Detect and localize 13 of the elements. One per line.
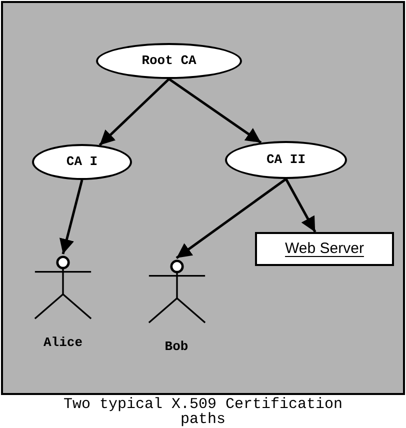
arrow	[284, 178, 316, 233]
person-label: Alice	[43, 334, 82, 352]
arrow	[176, 178, 287, 260]
node-label: Web Server	[285, 238, 364, 259]
arrow	[59, 180, 84, 254]
server-box	[255, 232, 394, 266]
node-label: CA II	[266, 151, 306, 170]
node-label: CA I	[66, 153, 98, 172]
arrow	[168, 78, 262, 144]
arrow	[98, 78, 170, 146]
caption: Two typical X.509 Certification paths	[62, 397, 344, 427]
person-label: Bob	[164, 338, 188, 356]
node-label: Root CA	[142, 52, 196, 70]
